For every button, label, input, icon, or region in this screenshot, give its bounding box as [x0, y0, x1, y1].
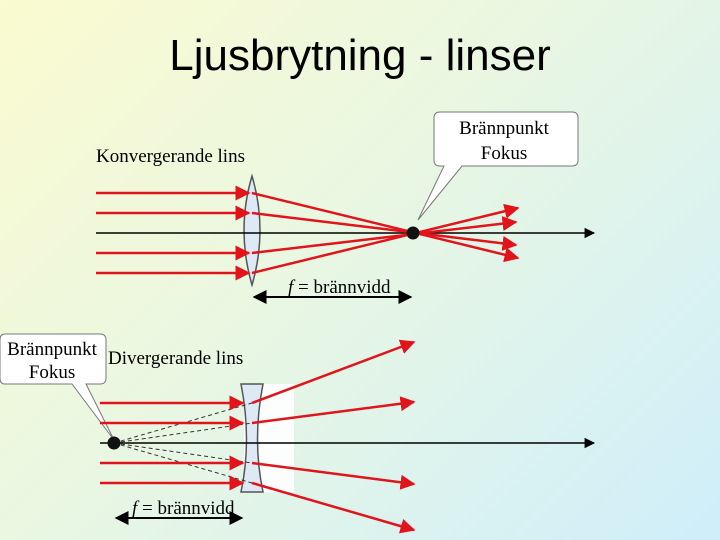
converging-focal-point — [406, 226, 420, 240]
converging-focal-length-label: f = brännvidd — [288, 277, 391, 298]
converging-callout-line2: Fokus — [481, 143, 527, 164]
diverging-focal-point — [107, 436, 121, 450]
diverging-lens — [240, 383, 264, 493]
diverging-focal-length-label: f = brännvidd — [132, 498, 235, 519]
converging-refracted-rays — [251, 191, 520, 275]
diverging-refracted-rays — [251, 339, 416, 534]
diverging-focus-callout: Brännpunkt Fokus — [0, 333, 115, 441]
diverging-callout-line1: Brännpunkt — [7, 339, 97, 360]
diverging-callout-line2: Fokus — [29, 362, 75, 383]
diverging-lens-label: Divergerande lins — [108, 348, 243, 369]
diverging-incoming-rays — [100, 395, 245, 491]
converging-incoming-rays — [96, 185, 251, 281]
page-title: Ljusbrytning - linser — [169, 31, 551, 80]
converging-callout-line1: Brännpunkt — [459, 118, 549, 139]
converging-lens-label: Konvergerande lins — [96, 146, 245, 167]
converging-focus-callout: Brännpunkt Fokus — [417, 111, 579, 221]
